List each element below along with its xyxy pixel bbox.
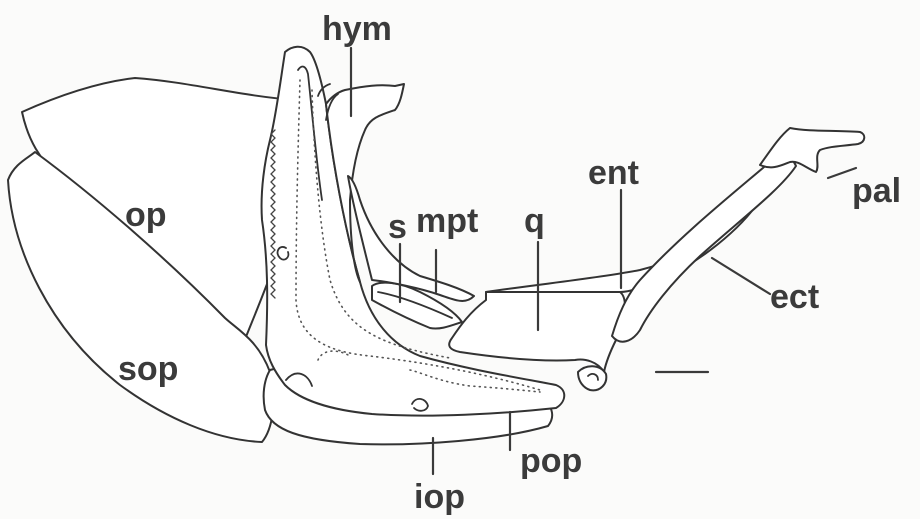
label-sop: sop [118, 350, 178, 388]
quadrate-condyle [578, 366, 606, 390]
hyomandibular-preopercle-outline [262, 47, 565, 416]
label-ect: ect [770, 278, 819, 316]
label-op: op [125, 196, 167, 234]
label-hym: hym [322, 10, 392, 48]
label-pal: pal [852, 172, 901, 210]
label-s: s [388, 208, 407, 246]
palatine-outline [760, 128, 864, 172]
ectopterygoid-outline [612, 157, 796, 342]
label-mpt: mpt [416, 202, 478, 240]
ect-leader [712, 258, 770, 294]
label-q: q [524, 202, 545, 240]
label-iop: iop [414, 478, 465, 516]
label-ent: ent [588, 154, 639, 192]
label-pop: pop [520, 442, 582, 480]
